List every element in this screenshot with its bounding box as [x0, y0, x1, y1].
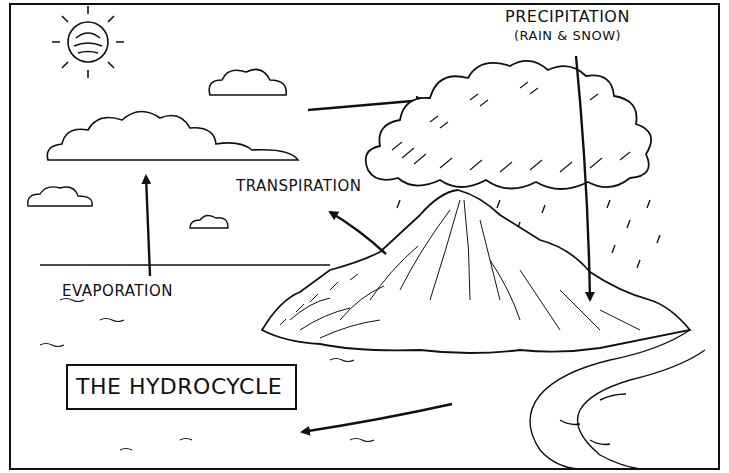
process-label: EVAPORATION [62, 283, 173, 300]
process-label: PRECIPITATION [505, 8, 630, 26]
title-box: THE HYDROCYCLE [66, 364, 297, 410]
title-text: THE HYDROCYCLE [76, 375, 303, 399]
process-label: TRANSPIRATION [236, 178, 361, 195]
process-sublabel: (RAIN & SNOW) [514, 29, 621, 43]
